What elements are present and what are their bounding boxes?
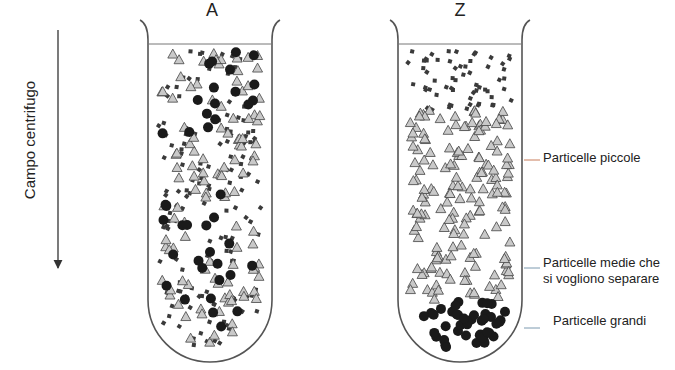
particle-label: Particelle grandi <box>553 313 663 329</box>
particle-label: Particelle medie che si vogliono separar… <box>543 255 668 286</box>
liquid-surface <box>148 44 272 45</box>
axis-label: Campo centrifugo <box>21 81 39 199</box>
tube-label: Z <box>440 0 480 22</box>
particle-label: Particelle piccole <box>543 150 668 166</box>
particles <box>156 47 515 352</box>
leader-line <box>524 268 540 269</box>
test-tube <box>140 20 280 362</box>
field-arrow <box>57 30 58 268</box>
liquid-surface <box>398 44 522 45</box>
leader-line <box>524 328 540 329</box>
test-tube <box>390 20 530 362</box>
leader-line <box>524 160 540 161</box>
tube-label: A <box>192 0 232 22</box>
